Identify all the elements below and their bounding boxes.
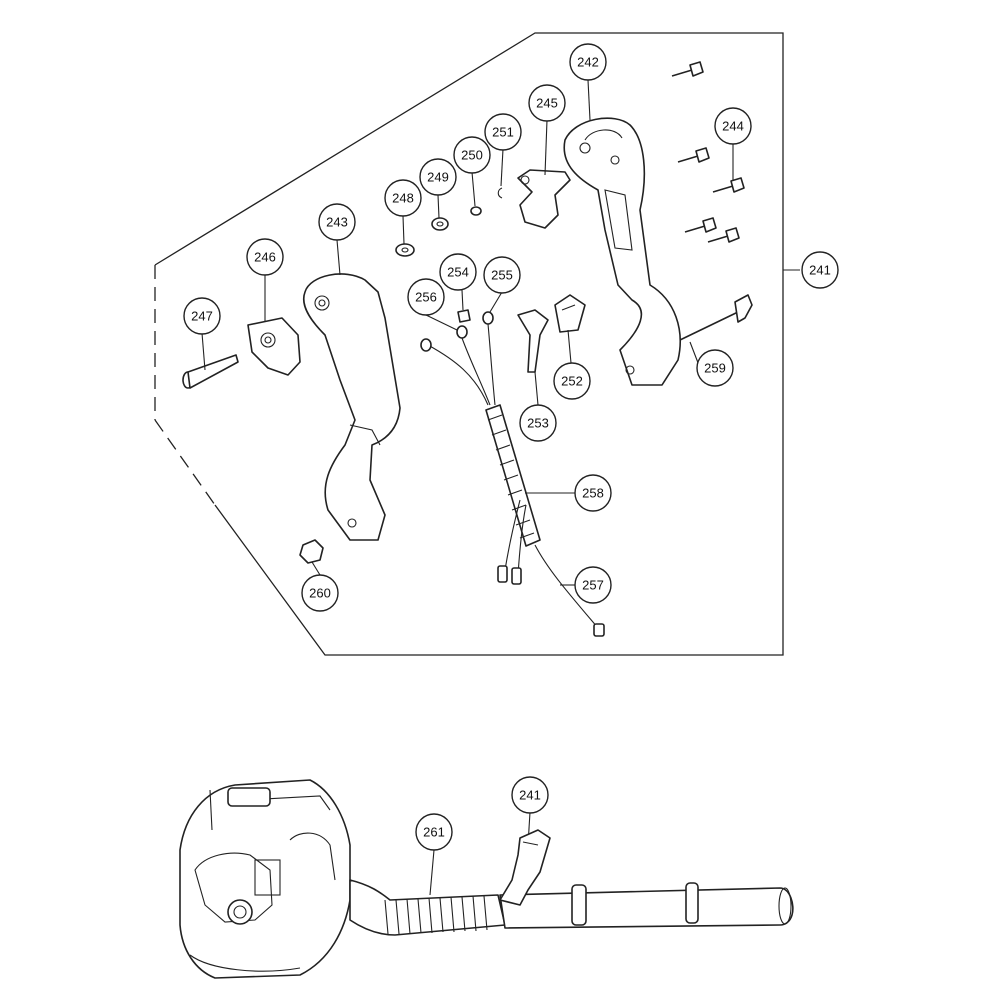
callout-257: 257 — [574, 566, 612, 604]
part-244-bolts — [671, 61, 745, 243]
part-243-handle-left — [303, 273, 401, 541]
callout-label: 249 — [427, 170, 449, 185]
callout-label: 250 — [461, 148, 483, 163]
callout-label: 248 — [392, 191, 414, 206]
part-250-washer — [470, 206, 482, 216]
callout-label: 247 — [191, 309, 213, 324]
callout-label: 241 — [519, 788, 541, 803]
part-246-trigger-block — [247, 317, 301, 376]
part-253-switch — [517, 309, 549, 373]
callout-label: 259 — [704, 361, 726, 376]
part-258-wire-harness — [420, 323, 605, 637]
part-251-clip — [497, 187, 503, 199]
callout-247: 247 — [183, 297, 221, 335]
callout-241: 241 — [801, 251, 839, 289]
callout-244: 244 — [714, 107, 752, 145]
callout-254: 254 — [439, 253, 477, 291]
callout-256: 256 — [407, 278, 445, 316]
bolt — [712, 177, 745, 193]
part-255-terminal — [482, 311, 494, 325]
callout-label: 260 — [309, 586, 331, 601]
callout-label: 258 — [582, 486, 604, 501]
callout-242: 242 — [569, 43, 607, 81]
part-247-pin — [182, 354, 239, 389]
bolt — [677, 147, 710, 163]
callout-245: 245 — [528, 84, 566, 122]
callout-248: 248 — [384, 179, 422, 217]
callout-label: 253 — [527, 416, 549, 431]
leader-lines — [201, 79, 800, 896]
callout-label: 246 — [254, 250, 276, 265]
bolt — [707, 227, 740, 243]
callout-258: 258 — [574, 474, 612, 512]
callout-label: 255 — [491, 268, 513, 283]
part-256-terminal — [456, 325, 468, 339]
callout-246: 246 — [246, 238, 284, 276]
part-260-nut — [299, 539, 324, 564]
callout-label: 251 — [492, 125, 514, 140]
callout-250: 250 — [453, 136, 491, 174]
blower-overview — [179, 779, 794, 979]
part-252-switch-cover — [554, 294, 586, 333]
callout-label: 252 — [561, 374, 583, 389]
callout-label: 245 — [536, 96, 558, 111]
callout-label: 242 — [577, 55, 599, 70]
bolt — [671, 61, 704, 77]
part-248-washer — [395, 243, 415, 257]
callout-251: 251 — [484, 113, 522, 151]
callout-label: 261 — [423, 825, 445, 840]
callout-252: 252 — [553, 362, 591, 400]
callout-label: 241 — [809, 263, 831, 278]
part-254-screw — [457, 309, 471, 323]
callout-253: 253 — [519, 404, 557, 442]
callout-label: 243 — [326, 215, 348, 230]
callout-255: 255 — [483, 256, 521, 294]
part-259-long-bolt — [679, 294, 753, 341]
callout-259: 259 — [696, 349, 734, 387]
callout-243: 243 — [318, 203, 356, 241]
callout-249: 249 — [419, 158, 457, 196]
part-242-handle-right — [563, 117, 681, 386]
callout-label: 254 — [447, 265, 469, 280]
callout-241-overview: 241 — [511, 776, 549, 814]
bolt — [684, 217, 717, 233]
part-249-washer — [431, 217, 449, 231]
callout-260: 260 — [301, 574, 339, 612]
assembly-boundary — [154, 32, 784, 656]
callout-label: 256 — [415, 290, 437, 305]
callout-label: 244 — [722, 119, 744, 134]
callout-label: 257 — [582, 578, 604, 593]
callout-261: 261 — [415, 813, 453, 851]
part-245-throttle-lever — [517, 169, 571, 229]
